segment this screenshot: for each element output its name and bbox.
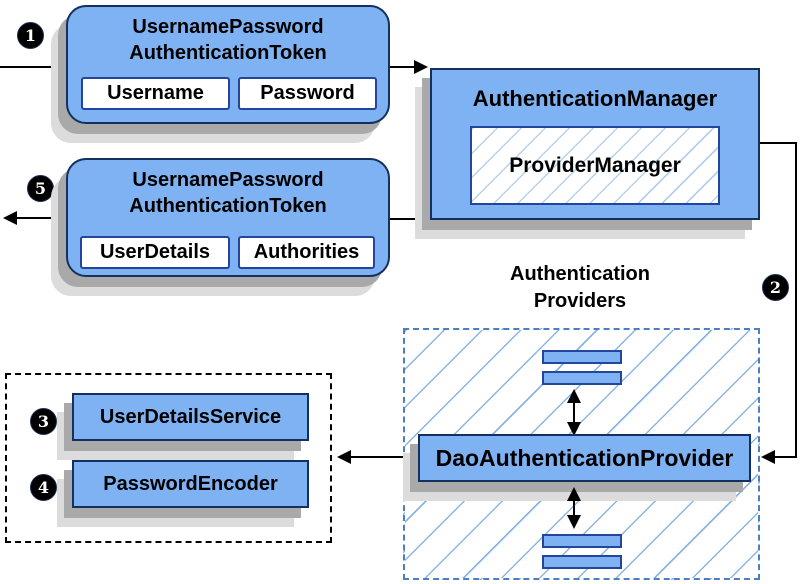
authorities-field-box: Authorities xyxy=(238,236,375,269)
step-5-badge: 5 xyxy=(27,175,54,202)
other-provider-bar-icon xyxy=(542,534,622,548)
result-token-title-line1: UsernamePassword xyxy=(132,169,324,191)
step-3-label: 3 xyxy=(37,412,50,431)
step-2-badge: 2 xyxy=(762,274,789,301)
step-4-label: 4 xyxy=(37,478,50,497)
request-token-title: UsernamePassword AuthenticationToken xyxy=(68,7,388,66)
result-token-title: UsernamePassword AuthenticationToken xyxy=(68,160,388,219)
incoming-request-line xyxy=(0,66,66,68)
step-4-badge: 4 xyxy=(30,474,57,501)
dao-to-services-line xyxy=(351,456,418,458)
step-2-label: 2 xyxy=(769,278,782,297)
manager-to-provider-line-vertical xyxy=(795,142,797,458)
request-token-title-line2: AuthenticationToken xyxy=(129,42,327,64)
dao-authentication-provider-box: DaoAuthenticationProvider xyxy=(418,434,751,482)
authentication-manager-box: AuthenticationManager ProviderManager xyxy=(430,68,760,220)
step-1-label: 1 xyxy=(24,26,37,45)
other-provider-bar-icon xyxy=(542,350,622,364)
token-to-manager-line xyxy=(386,66,416,68)
authentication-manager-title: AuthenticationManager xyxy=(472,86,718,111)
step-1-badge: 1 xyxy=(17,22,44,49)
result-out-line xyxy=(17,217,66,219)
manager-to-provider-line-top xyxy=(760,142,797,144)
providers-heading-line1: Authentication xyxy=(510,263,650,285)
result-token-title-line2: AuthenticationToken xyxy=(129,195,327,217)
providers-heading-line2: Providers xyxy=(533,290,627,312)
step-3-badge: 3 xyxy=(30,408,57,435)
provider-manager-box: ProviderManager xyxy=(470,126,720,205)
user-details-field-box: UserDetails xyxy=(80,236,230,269)
user-details-service-box: UserDetailsService xyxy=(72,393,309,441)
manager-to-result-line xyxy=(386,218,430,220)
result-out-arrowhead-icon xyxy=(3,211,17,225)
other-provider-bar-icon xyxy=(542,555,622,569)
password-field-box: Password xyxy=(238,77,377,110)
provider-arrowhead-icon xyxy=(761,450,775,464)
services-group-box xyxy=(5,373,332,543)
dao-to-services-arrowhead-icon xyxy=(337,450,351,464)
username-password-token-result-box: UsernamePassword AuthenticationToken Use… xyxy=(66,158,390,277)
username-password-token-request-box: UsernamePassword AuthenticationToken Use… xyxy=(66,5,390,124)
request-token-title-line1: UsernamePassword xyxy=(132,16,324,38)
password-encoder-box: PasswordEncoder xyxy=(72,460,309,508)
other-provider-bar-icon xyxy=(542,371,622,385)
token-to-manager-arrowhead-icon xyxy=(414,60,428,74)
manager-to-provider-line-bottom xyxy=(775,456,797,458)
username-field-box: Username xyxy=(81,77,230,110)
step-5-label: 5 xyxy=(34,179,47,198)
authentication-providers-heading: Authentication Providers xyxy=(460,261,700,315)
